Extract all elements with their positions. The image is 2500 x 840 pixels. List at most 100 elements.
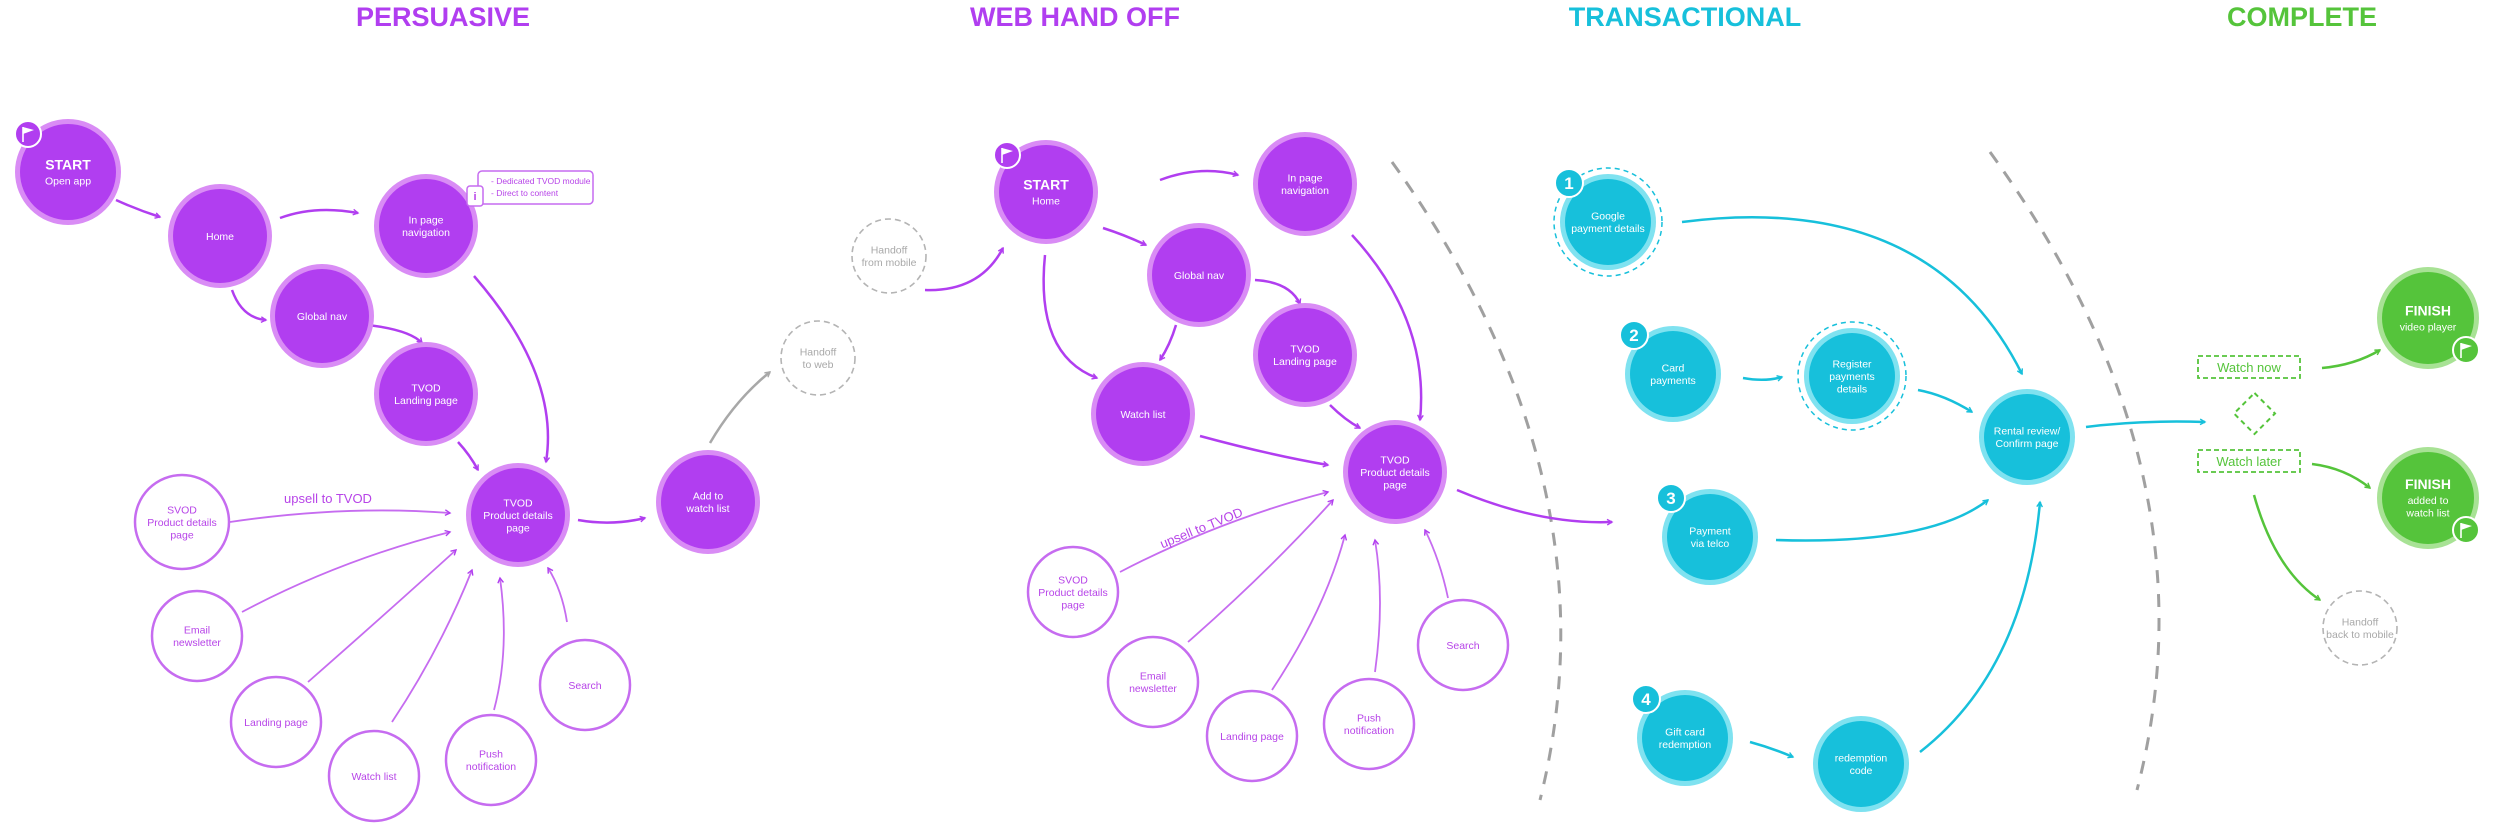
flow-arrow [1775, 499, 1988, 542]
node-circle [1984, 394, 2070, 480]
node-label: navigation [1281, 185, 1329, 197]
node-label: newsletter [173, 637, 221, 649]
node-label: watch list [2405, 508, 2449, 520]
node-label: TVOD [411, 383, 441, 395]
flow-arrow [1351, 234, 1421, 420]
section-title-complete: COMPLETE [2226, 2, 2378, 32]
node-circle [229, 675, 323, 769]
flow-node-w-globalnav[interactable]: Global nav [1147, 223, 1251, 327]
node-circle [327, 729, 421, 823]
flow-node-p-landing[interactable]: Landing page [229, 675, 323, 769]
flow-arrow [307, 550, 456, 683]
flow-node-p-watchlist[interactable]: Watch list [327, 729, 421, 823]
decision-diamond [2232, 391, 2277, 436]
flow-arrow [1271, 535, 1345, 691]
flow-arrow [1199, 434, 1328, 465]
node-label: Card [1662, 363, 1685, 375]
node-circle [1809, 333, 1895, 419]
watch-later-label: Watch later [2216, 454, 2282, 469]
node-circle [1026, 545, 1120, 639]
node-circle [999, 145, 1093, 239]
node-circle [133, 473, 231, 571]
flow-arrow [2311, 462, 2370, 489]
node-label: Global nav [297, 311, 348, 323]
step-number: 4 [1641, 690, 1651, 709]
flow-arrow [577, 518, 645, 524]
node-label: Product details [147, 517, 216, 529]
node-circle [780, 320, 856, 396]
flow-node-w-search[interactable]: Search [1416, 598, 1510, 692]
node-circle [1205, 689, 1299, 783]
node-label: In page [1287, 173, 1322, 185]
node-label: page [1061, 599, 1085, 611]
node-dashed-ring [1797, 321, 1907, 431]
node-label: Home [206, 231, 234, 243]
flow-node-w-watchlist[interactable]: Watch list [1091, 362, 1195, 466]
flow-arrow [1375, 540, 1381, 673]
info-note: i - Dedicated TVOD module - Direct to co… [466, 170, 594, 207]
node-label: Email [1140, 671, 1166, 683]
flow-arrow [1749, 740, 1793, 757]
flow-node-p-search[interactable]: Search [538, 638, 632, 732]
node-label: redemption [1659, 739, 1712, 751]
flow-node-p-home[interactable]: Home [168, 184, 272, 288]
node-circle [20, 124, 116, 220]
section-divider-arc [1988, 151, 2161, 791]
node-label: Product details [1360, 467, 1429, 479]
step-number: 3 [1666, 489, 1675, 508]
flow-arrow [1919, 502, 2040, 753]
node-label: Landing page [244, 717, 308, 729]
flow-node-w-landing[interactable]: Landing page [1205, 689, 1299, 783]
step-number-badge [1656, 483, 1686, 513]
node-circle [1565, 179, 1651, 265]
node-circle [471, 468, 565, 562]
node-circle [1152, 228, 1246, 322]
flow-arrow [229, 510, 450, 523]
node-label: newsletter [1129, 683, 1177, 695]
watch-now-button[interactable] [2197, 355, 2301, 379]
info-icon [466, 185, 484, 207]
node-label: page [1383, 479, 1407, 491]
node-label: Handoff [2342, 617, 2379, 629]
flow-node-t-rental[interactable]: Rental review/Confirm page [1979, 389, 2075, 485]
flow-arrow [1456, 488, 1612, 522]
flow-arrow [1254, 278, 1300, 304]
node-label: Watch list [351, 771, 396, 783]
node-label: TVOD [1380, 454, 1410, 466]
step-number-badge [1554, 168, 1584, 198]
node-circle [1258, 137, 1352, 231]
flow-node-p-globalnav[interactable]: Global nav [270, 264, 374, 368]
node-circle [1642, 695, 1728, 781]
node-label: In page [408, 215, 443, 227]
step-number: 1 [1564, 174, 1573, 193]
watch-later-button[interactable] [2197, 449, 2301, 473]
node-circle [275, 269, 369, 363]
